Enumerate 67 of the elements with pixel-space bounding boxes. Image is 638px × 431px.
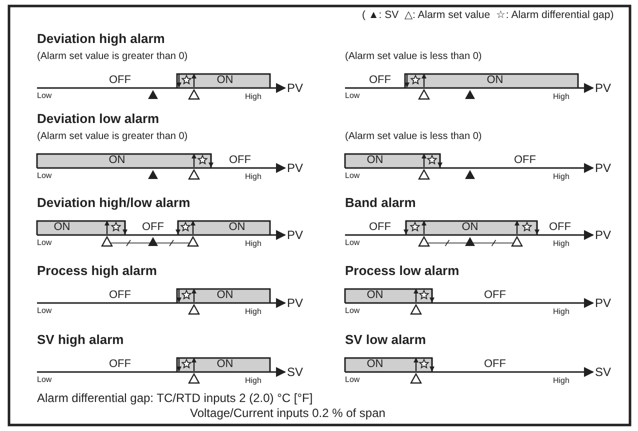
panel-title: Deviation high/low alarm <box>37 196 190 209</box>
scale-label: Low <box>345 239 360 247</box>
state-label: ON <box>228 222 246 233</box>
state-label: ON <box>486 75 504 86</box>
scale-label: High <box>245 308 262 316</box>
legend-note: ( ▲: SV △: Alarm set value ☆: Alarm differential gap) <box>362 10 614 20</box>
condition-note: (Alarm set value is less than 0) <box>345 132 482 142</box>
state-label: OFF <box>369 75 391 86</box>
state-label: ON <box>366 290 384 301</box>
footnote: Alarm differential gap: TC/RTD inputs 2 (2.0) °C [°F] <box>37 392 313 404</box>
scale-label: Low <box>37 92 52 100</box>
scale-label: Low <box>345 172 360 180</box>
state-label: OFF <box>229 155 251 166</box>
scale-label: Low <box>345 307 360 315</box>
state-label: OFF <box>484 359 506 370</box>
state-label: ON <box>366 155 384 166</box>
condition-note: (Alarm set value is greater than 0) <box>37 132 188 142</box>
scale-label: Low <box>345 376 360 384</box>
state-label: ON <box>216 290 234 301</box>
axis-label: PV <box>287 297 304 309</box>
axis-label: SV <box>595 366 612 378</box>
axis-label: PV <box>595 82 612 94</box>
scale-label: Low <box>37 172 52 180</box>
axis-label: PV <box>287 229 304 241</box>
state-label: OFF <box>549 222 571 233</box>
scale-label: High <box>553 173 570 181</box>
state-label: OFF <box>484 290 506 301</box>
state-label: OFF <box>369 222 391 233</box>
scale-label: Low <box>37 307 52 315</box>
state-label: OFF <box>142 222 164 233</box>
panel-title: Band alarm <box>345 196 416 209</box>
state-label: OFF <box>514 155 536 166</box>
state-label: OFF <box>109 290 131 301</box>
axis-label: SV <box>287 366 304 378</box>
scale-label: High <box>553 93 570 101</box>
scale-label: High <box>245 240 262 248</box>
panel-title: Deviation low alarm <box>37 112 160 125</box>
panel-title: Deviation high alarm <box>37 32 165 45</box>
scale-label: Low <box>345 92 360 100</box>
scale-label: High <box>553 377 570 385</box>
scale-label: High <box>245 93 262 101</box>
condition-note: (Alarm set value is less than 0) <box>345 52 482 62</box>
state-label: ON <box>108 155 126 166</box>
state-label: ON <box>462 222 478 233</box>
state-label: ON <box>54 222 70 233</box>
panel-title: SV high alarm <box>37 333 124 346</box>
scale-label: High <box>553 240 570 248</box>
state-label: ON <box>366 359 384 370</box>
axis-label: PV <box>595 297 612 309</box>
condition-note: (Alarm set value is greater than 0) <box>37 52 188 62</box>
scale-label: Low <box>37 239 52 247</box>
panel-title: Process high alarm <box>37 264 157 277</box>
panel-title: Process low alarm <box>345 264 460 277</box>
scale-label: High <box>245 377 262 385</box>
axis-label: PV <box>287 82 304 94</box>
axis-label: PV <box>287 162 304 174</box>
axis-label: PV <box>595 229 612 241</box>
panel-title: SV low alarm <box>345 333 426 346</box>
state-label: OFF <box>109 75 131 86</box>
state-label: ON <box>216 75 234 86</box>
scale-label: Low <box>37 376 52 384</box>
scale-label: High <box>245 173 262 181</box>
scale-label: High <box>553 308 570 316</box>
axis-label: PV <box>595 162 612 174</box>
state-label: ON <box>216 359 234 370</box>
footnote: Voltage/Current inputs 0.2 % of span <box>190 407 386 419</box>
state-label: OFF <box>109 359 131 370</box>
